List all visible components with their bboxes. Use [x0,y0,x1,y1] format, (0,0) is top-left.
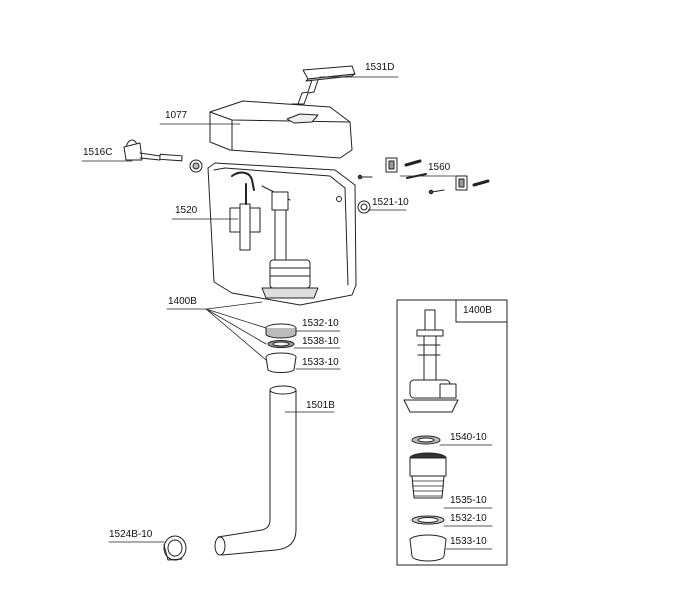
leader-lines [81,76,456,543]
label-1533-10: 1533-10 [302,357,339,368]
lid-drawing [209,100,353,159]
fixings-drawing [357,157,490,195]
pipe-drawing [214,385,297,556]
detail-box [396,299,508,566]
tank-drawing [207,162,357,306]
detail-label-1535-10: 1535-10 [450,495,487,506]
label-1521-10: 1521-10 [372,197,409,208]
detail-label-1532-10: 1532-10 [450,513,487,524]
label-1538-10: 1538-10 [302,336,339,347]
nut-drawing [163,535,187,561]
label-1532-10: 1532-10 [302,318,339,329]
label-1520: 1520 [175,205,198,216]
side-inlet-drawing [123,139,203,173]
detail-label-1540-10: 1540-10 [450,432,487,443]
plug-drawing [357,200,371,214]
label-1560: 1560 [428,162,451,173]
label-1501b: 1501B [306,400,335,411]
washers-drawing [265,323,297,373]
cover-part-drawing [291,65,356,105]
label-1516c: 1516C [83,147,113,158]
label-1524b-10: 1524B-10 [109,529,153,540]
detail-box-title: 1400B [463,305,492,316]
detail-label-1533-10: 1533-10 [450,536,487,547]
label-1077: 1077 [165,110,188,121]
label-1400b: 1400B [168,296,197,307]
label-1531d: 1531D [365,62,395,73]
